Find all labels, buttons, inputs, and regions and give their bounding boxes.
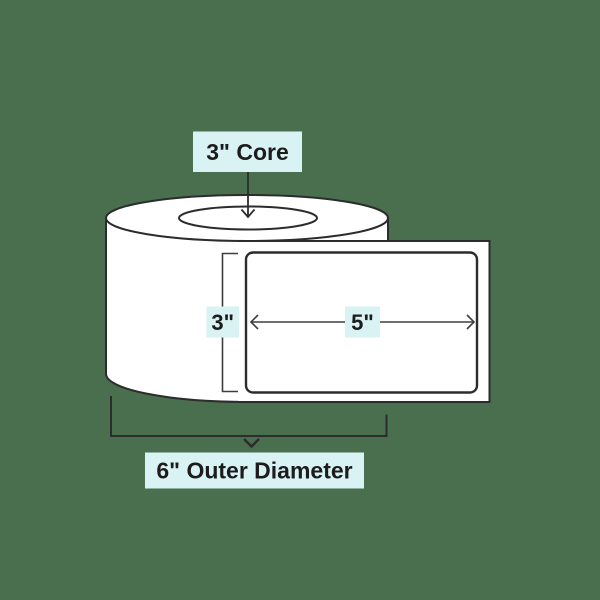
width-arrowhead-right-icon [466,314,476,330]
outer-diameter-callout-label: 6" Outer Diameter [156,458,352,484]
chevron-down-icon [243,438,260,449]
width-arrowhead-left-icon [249,314,259,330]
core-callout-box [193,131,302,172]
width-callout-label: 5" [351,310,374,335]
outer-diameter-bracket [110,396,388,437]
width-callout-box [345,306,380,338]
height-callout-box [206,306,239,338]
outer-diameter-callout-box [145,452,364,489]
height-callout-label: 3" [211,310,234,335]
core-arrowhead-down-icon [240,208,256,219]
core-callout-label: 3" Core [206,139,289,165]
